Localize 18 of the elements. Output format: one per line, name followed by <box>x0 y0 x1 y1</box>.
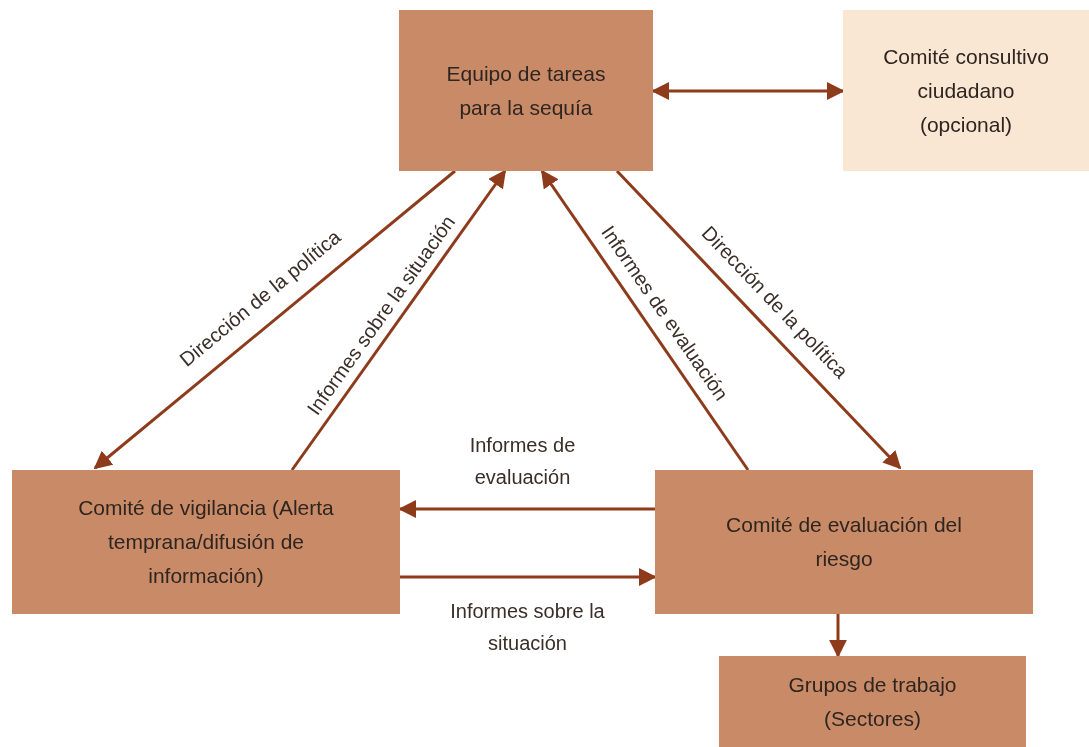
edge-label: Informes sobre la situación <box>449 599 606 656</box>
box-text: Grupos de trabajo (Sectores) <box>787 671 958 732</box>
process-box <box>399 10 653 171</box>
arrow <box>290 169 507 471</box>
box-text: Comité de vigilancia (Alerta temprana/difusión de información) <box>77 495 335 589</box>
edge-label: Informes de evaluación <box>468 433 577 490</box>
box-text: Equipo de tareas para la sequía <box>445 60 607 121</box>
box-text: Comité consultivo ciudadano (opcional) <box>882 43 1050 138</box>
box-text: Comité de evaluación del riesgo <box>725 512 963 572</box>
arrow <box>615 169 902 470</box>
arrow <box>400 568 657 586</box>
process-box <box>719 656 1026 747</box>
arrow <box>93 169 456 470</box>
arrow <box>540 169 750 471</box>
process-box <box>12 470 400 614</box>
process-box <box>655 470 1033 614</box>
process-box <box>843 10 1089 171</box>
arrow <box>829 614 847 658</box>
